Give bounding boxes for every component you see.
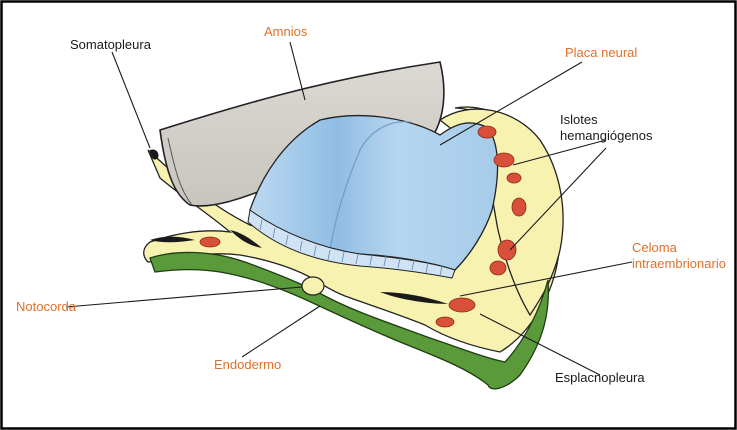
label-celoma-line1: Celoma bbox=[632, 240, 678, 255]
label-esplacnopleura: Esplacnopleura bbox=[555, 370, 645, 385]
label-celoma-line2: intraembrionario bbox=[632, 256, 726, 271]
label-somatopleura: Somatopleura bbox=[70, 37, 152, 52]
label-endodermo: Endodermo bbox=[214, 357, 281, 372]
label-amnios: Amnios bbox=[264, 24, 308, 39]
label-islotes-line1: Islotes bbox=[560, 112, 598, 127]
label-placa-neural: Placa neural bbox=[565, 45, 637, 60]
notochord bbox=[302, 277, 324, 295]
label-islotes-line2: hemangiógenos bbox=[560, 128, 653, 143]
label-notocorda: Notocorda bbox=[16, 299, 77, 314]
